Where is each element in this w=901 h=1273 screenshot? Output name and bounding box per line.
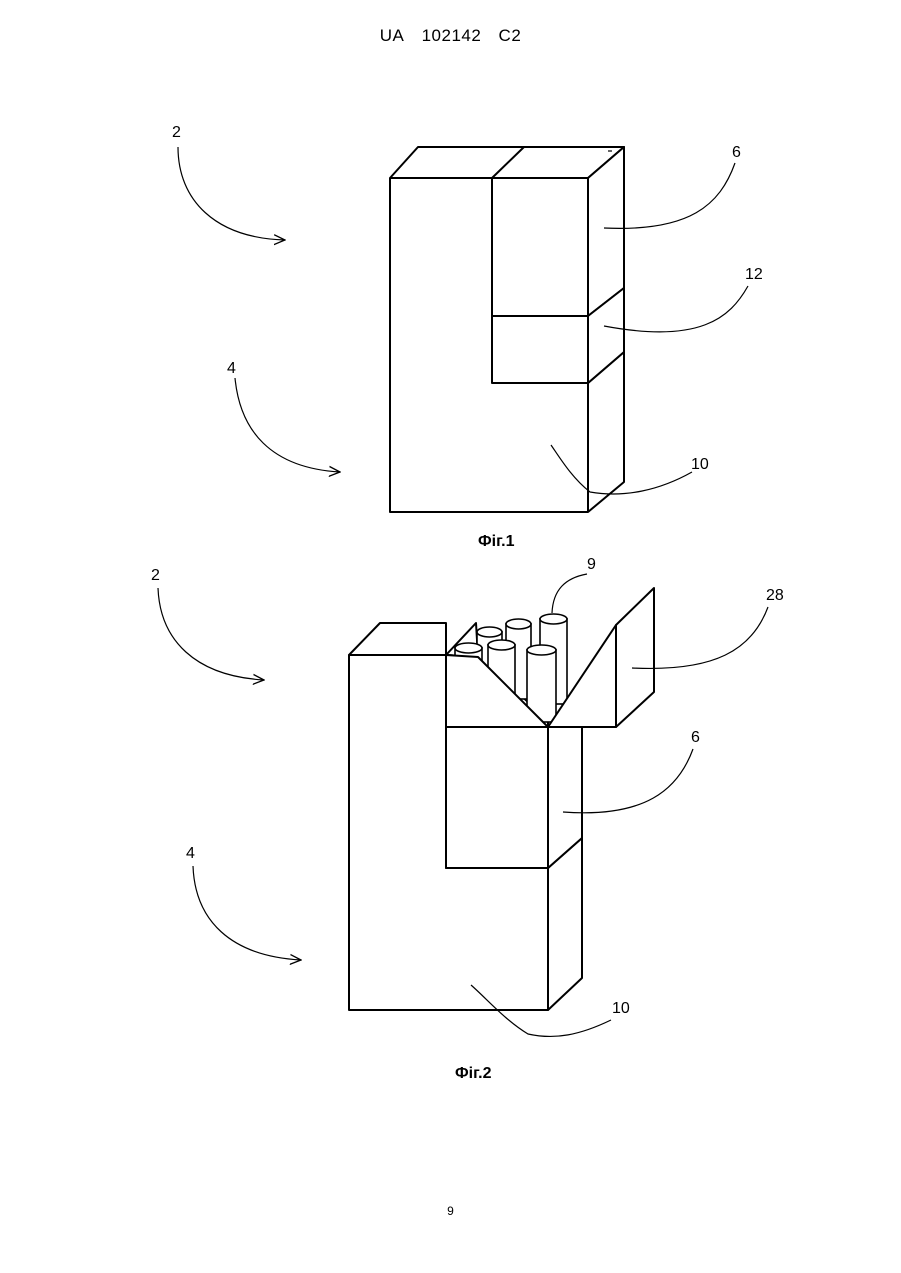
fig2-caption: Фіг.2 <box>455 1065 492 1082</box>
fig2-label-9: 9 <box>587 556 596 573</box>
fig1-label-4: 4 <box>227 360 236 377</box>
fig2-label-6: 6 <box>691 729 700 746</box>
fig1-caption: Фіг.1 <box>478 533 515 550</box>
fig1-arrow-2 <box>178 147 285 240</box>
fig2-label-4: 4 <box>186 845 195 862</box>
fig1-leader-10 <box>551 445 692 494</box>
fig2-label-28: 28 <box>766 587 784 604</box>
figure-2: 2 4 9 28 6 10 Фіг.2 <box>151 556 784 1082</box>
fig1-leader-12 <box>604 286 748 332</box>
fig2-arrow-2 <box>158 588 264 680</box>
fig1-lid <box>492 147 624 316</box>
figure-1: 2 4 6 12 10 Фіг.1 <box>172 124 763 550</box>
fig2-arrow-4 <box>193 866 301 960</box>
page-number: 9 <box>0 1204 901 1218</box>
fig1-arrow-4 <box>235 378 340 472</box>
fig1-label-12: 12 <box>745 266 763 283</box>
fig2-label-10: 10 <box>612 1000 630 1017</box>
fig2-lid <box>446 727 582 868</box>
fig2-cigarettes <box>446 614 616 727</box>
fig1-label-2: 2 <box>172 124 181 141</box>
fig2-label-2: 2 <box>151 567 160 584</box>
fig1-label-10: 10 <box>691 456 709 473</box>
fig2-leader-9 <box>552 574 587 613</box>
fig1-label-6: 6 <box>732 144 741 161</box>
